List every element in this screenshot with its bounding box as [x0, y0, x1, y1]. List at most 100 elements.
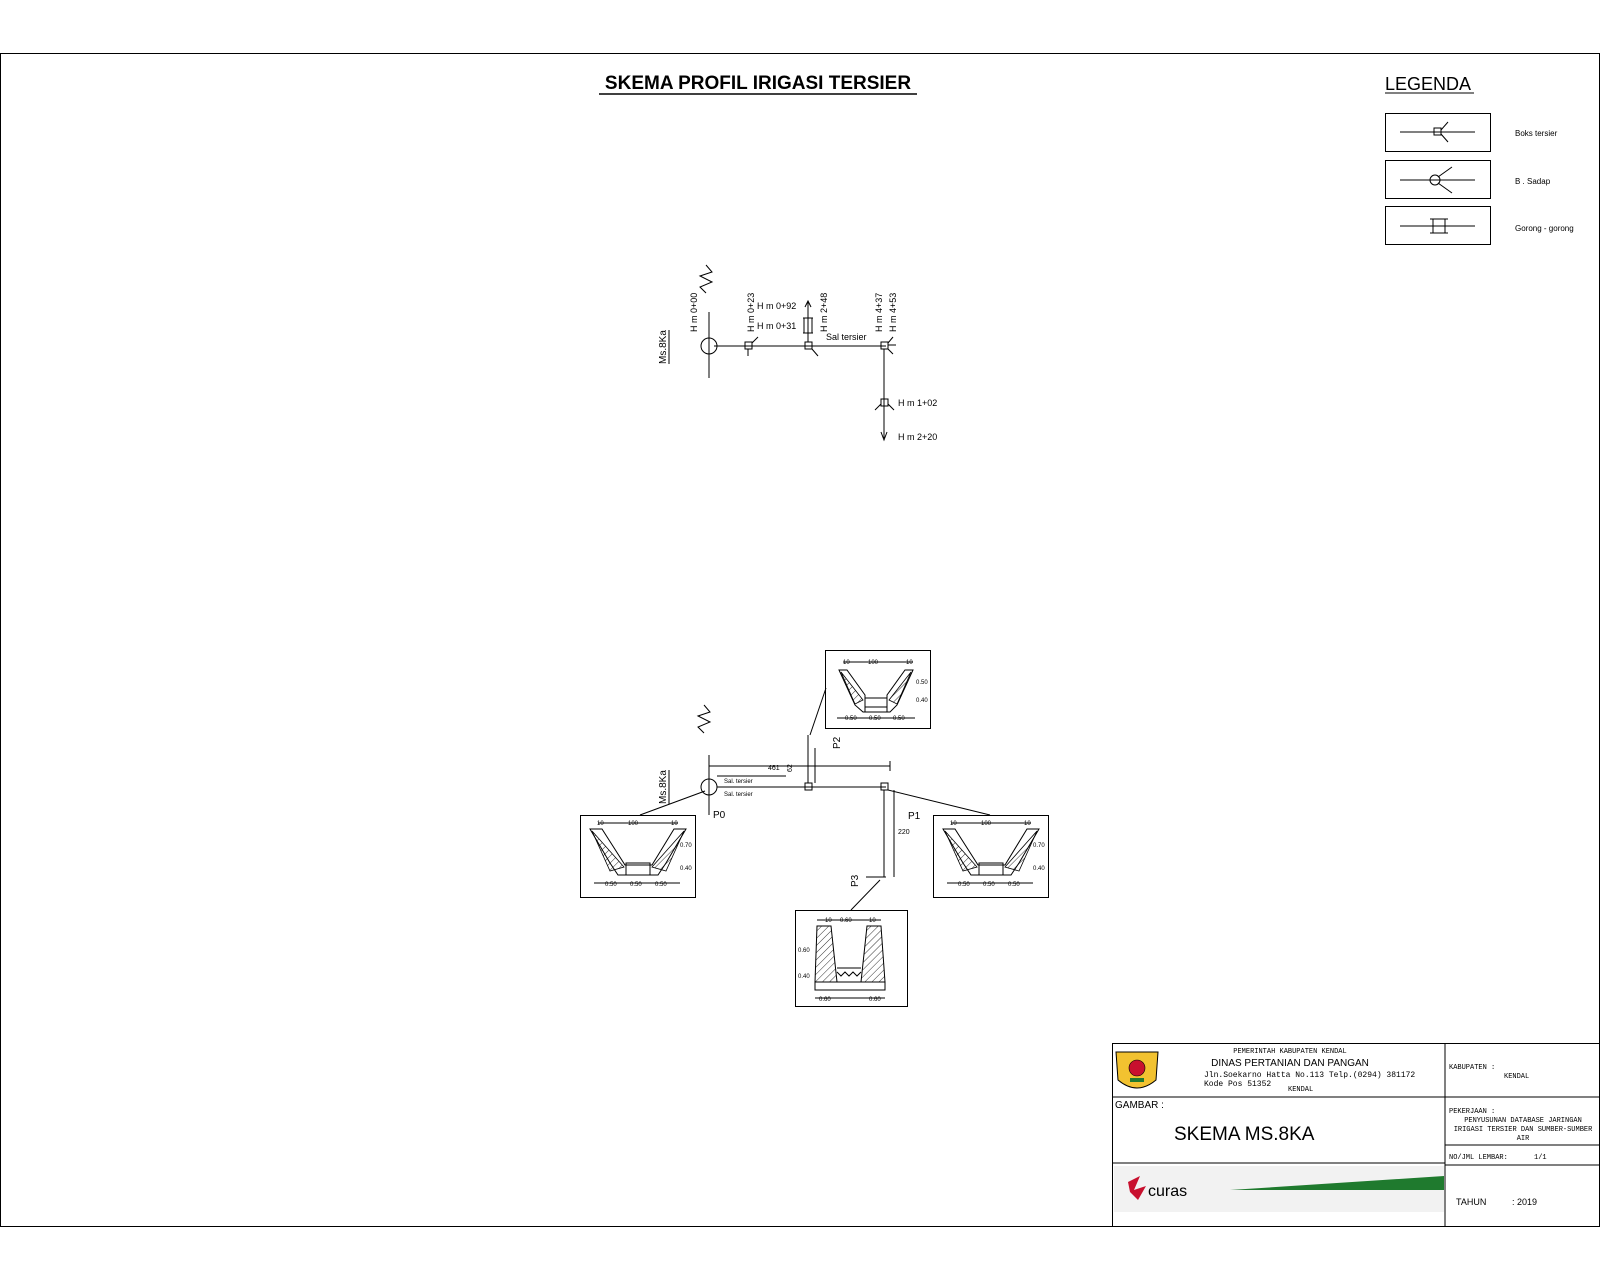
svg-text:0.50: 0.50	[1008, 882, 1020, 888]
svg-text:10: 10	[843, 660, 850, 666]
svg-text:10: 10	[906, 660, 913, 666]
svg-text:10: 10	[1024, 821, 1031, 827]
pekerjaan-line-3: AIR	[1517, 1135, 1530, 1143]
svg-text:0.50: 0.50	[869, 716, 881, 722]
station-hm-4-53: H m 4+53	[888, 293, 898, 332]
cross-section-p0: 100 10 10 0.70 0.40 0.50 0.50 0.50	[580, 815, 696, 898]
schema-source-label: Ms.8Ka	[658, 330, 669, 364]
legend-box-2	[1385, 160, 1491, 199]
box-tersier-icon	[744, 336, 759, 356]
station-hm-2-20: H m 2+20	[898, 432, 937, 442]
gambar-label: GAMBAR :	[1115, 1100, 1164, 1111]
north-arrow-icon	[698, 264, 714, 294]
svg-text:0.50: 0.50	[845, 716, 857, 722]
gov-name: PEMERINTAH KABUPATEN KENDAL	[1233, 1048, 1346, 1056]
lembar-value: 1/1	[1534, 1154, 1547, 1162]
svg-text:10: 10	[869, 918, 876, 924]
tahun-value: : 2019	[1512, 1197, 1537, 1207]
point-p3: P3	[850, 874, 861, 887]
svg-text:100: 100	[981, 821, 992, 827]
point-p2: P2	[832, 736, 843, 749]
svg-text:10: 10	[950, 821, 957, 827]
legend-label-1: Boks tersier	[1515, 129, 1558, 138]
svg-text:0.70: 0.70	[1033, 843, 1045, 849]
crest-logo-icon	[1115, 1051, 1159, 1089]
pekerjaan-label: PEKERJAAN :	[1449, 1108, 1495, 1116]
svg-text:0.50: 0.50	[630, 882, 642, 888]
svg-text:0.50: 0.50	[916, 680, 928, 686]
sheet-border	[0, 53, 1600, 1227]
dim-branch-down: 220	[898, 829, 910, 836]
cross-section-p3: 0.60 10 10 0.60 0.40 0.60 0.60	[795, 910, 908, 1007]
station-hm-4-37: H m 4+37	[874, 293, 884, 332]
pekerjaan-line-1: PENYUSUNAN DATABASE JARINGAN	[1464, 1117, 1582, 1125]
box-tersier-icon	[804, 299, 819, 357]
svg-text:0.50: 0.50	[958, 882, 970, 888]
agency-name: DINAS PERTANIAN DAN PANGAN	[1211, 1058, 1369, 1069]
gorong-gorong-icon	[1400, 218, 1475, 234]
station-hm-0-23: H m 0+23	[746, 293, 756, 332]
legend-label-2: B . Sadap	[1515, 177, 1551, 186]
kabupaten-value: KENDAL	[1504, 1073, 1529, 1081]
svg-text:0.40: 0.40	[916, 698, 928, 704]
svg-text:0.40: 0.40	[798, 974, 810, 980]
svg-text:0.60: 0.60	[869, 997, 881, 1003]
station-hm-0-31: H m 0+31	[757, 321, 796, 331]
leader-p2	[809, 687, 827, 736]
profile-source-label: Ms.8Ka	[658, 770, 669, 804]
cross-section-p2: 100 10 10 0.50 0.40 0.50 0.50 0.50	[825, 650, 931, 729]
legend-title: LEGENDA	[1385, 74, 1471, 94]
box-tersier-icon	[1400, 121, 1475, 143]
point-p0: P0	[713, 810, 726, 821]
gambar-value: SKEMA MS.8KA	[1174, 1124, 1315, 1145]
channel-label: Sal tersier	[826, 332, 867, 342]
station-hm-0-92: H m 0+92	[757, 301, 796, 311]
irrigation-schema: Ms.8Ka Sal tersier	[658, 264, 937, 442]
station-hm-2-48: H m 2+48	[819, 293, 829, 332]
cross-section-p1: 100 10 10 0.70 0.40 0.50 0.50 0.50	[933, 815, 1049, 898]
svg-text:0.60: 0.60	[819, 997, 831, 1003]
leader-p1	[887, 789, 991, 816]
bangunan-sadap-icon	[1400, 166, 1475, 194]
legend-box-1	[1385, 113, 1491, 152]
svg-text:0.50: 0.50	[655, 882, 667, 888]
gorong-gorong-icon	[803, 317, 813, 334]
svg-text:0.50: 0.50	[893, 716, 905, 722]
kabupaten-label: KABUPATEN :	[1449, 1064, 1495, 1072]
box-tersier-icon	[874, 398, 895, 411]
station-hm-1-02: H m 1+02	[898, 398, 937, 408]
profile-layout: Ms.8Ka Sal. tersier Sal. tersier 461 62 …	[580, 650, 1049, 1007]
dim-main: 461	[768, 765, 780, 772]
svg-text:0.70: 0.70	[680, 843, 692, 849]
drawing-title: SKEMA PROFIL IRIGASI TERSIER	[605, 73, 911, 94]
svg-text:0.40: 0.40	[1033, 866, 1045, 872]
svg-text:0.50: 0.50	[983, 882, 995, 888]
svg-text:10: 10	[671, 821, 678, 827]
leader-p0	[639, 790, 706, 816]
svg-text:0.40: 0.40	[680, 866, 692, 872]
svg-text:0.60: 0.60	[798, 948, 810, 954]
svg-text:10: 10	[597, 821, 604, 827]
curas-mark-icon	[1128, 1176, 1146, 1200]
agency-postal: Kode Pos 51352	[1204, 1080, 1271, 1089]
flow-arrow-icon	[880, 431, 888, 442]
profile-faint-label-upper: Sal. tersier	[724, 779, 753, 785]
logo-text: curas	[1148, 1183, 1187, 1200]
title-block: PEMERINTAH KABUPATEN KENDAL DINAS PERTAN…	[1112, 1043, 1600, 1227]
pekerjaan-line-2: IRIGASI TERSIER DAN SUMBER-SUMBER	[1454, 1126, 1593, 1134]
legend-label-3: Gorong - gorong	[1515, 224, 1574, 233]
svg-text:100: 100	[868, 660, 879, 666]
dim-branch-up: 62	[787, 764, 794, 772]
legend-box-3	[1385, 206, 1491, 245]
consultant-logo: curas	[1114, 1166, 1444, 1212]
agency-address: Jln.Soekarno Hatta No.113 Telp.(0294) 38…	[1204, 1071, 1415, 1080]
lembar-label: NO/JML LEMBAR:	[1449, 1154, 1508, 1162]
svg-text:10: 10	[825, 918, 832, 924]
tahun-label: TAHUN	[1456, 1197, 1486, 1207]
svg-text:100: 100	[628, 821, 639, 827]
leader-p3	[850, 879, 881, 911]
profile-faint-label-lower: Sal. tersier	[724, 792, 753, 798]
station-hm-0-00: H m 0+00	[689, 293, 699, 332]
north-arrow-icon	[696, 704, 712, 734]
